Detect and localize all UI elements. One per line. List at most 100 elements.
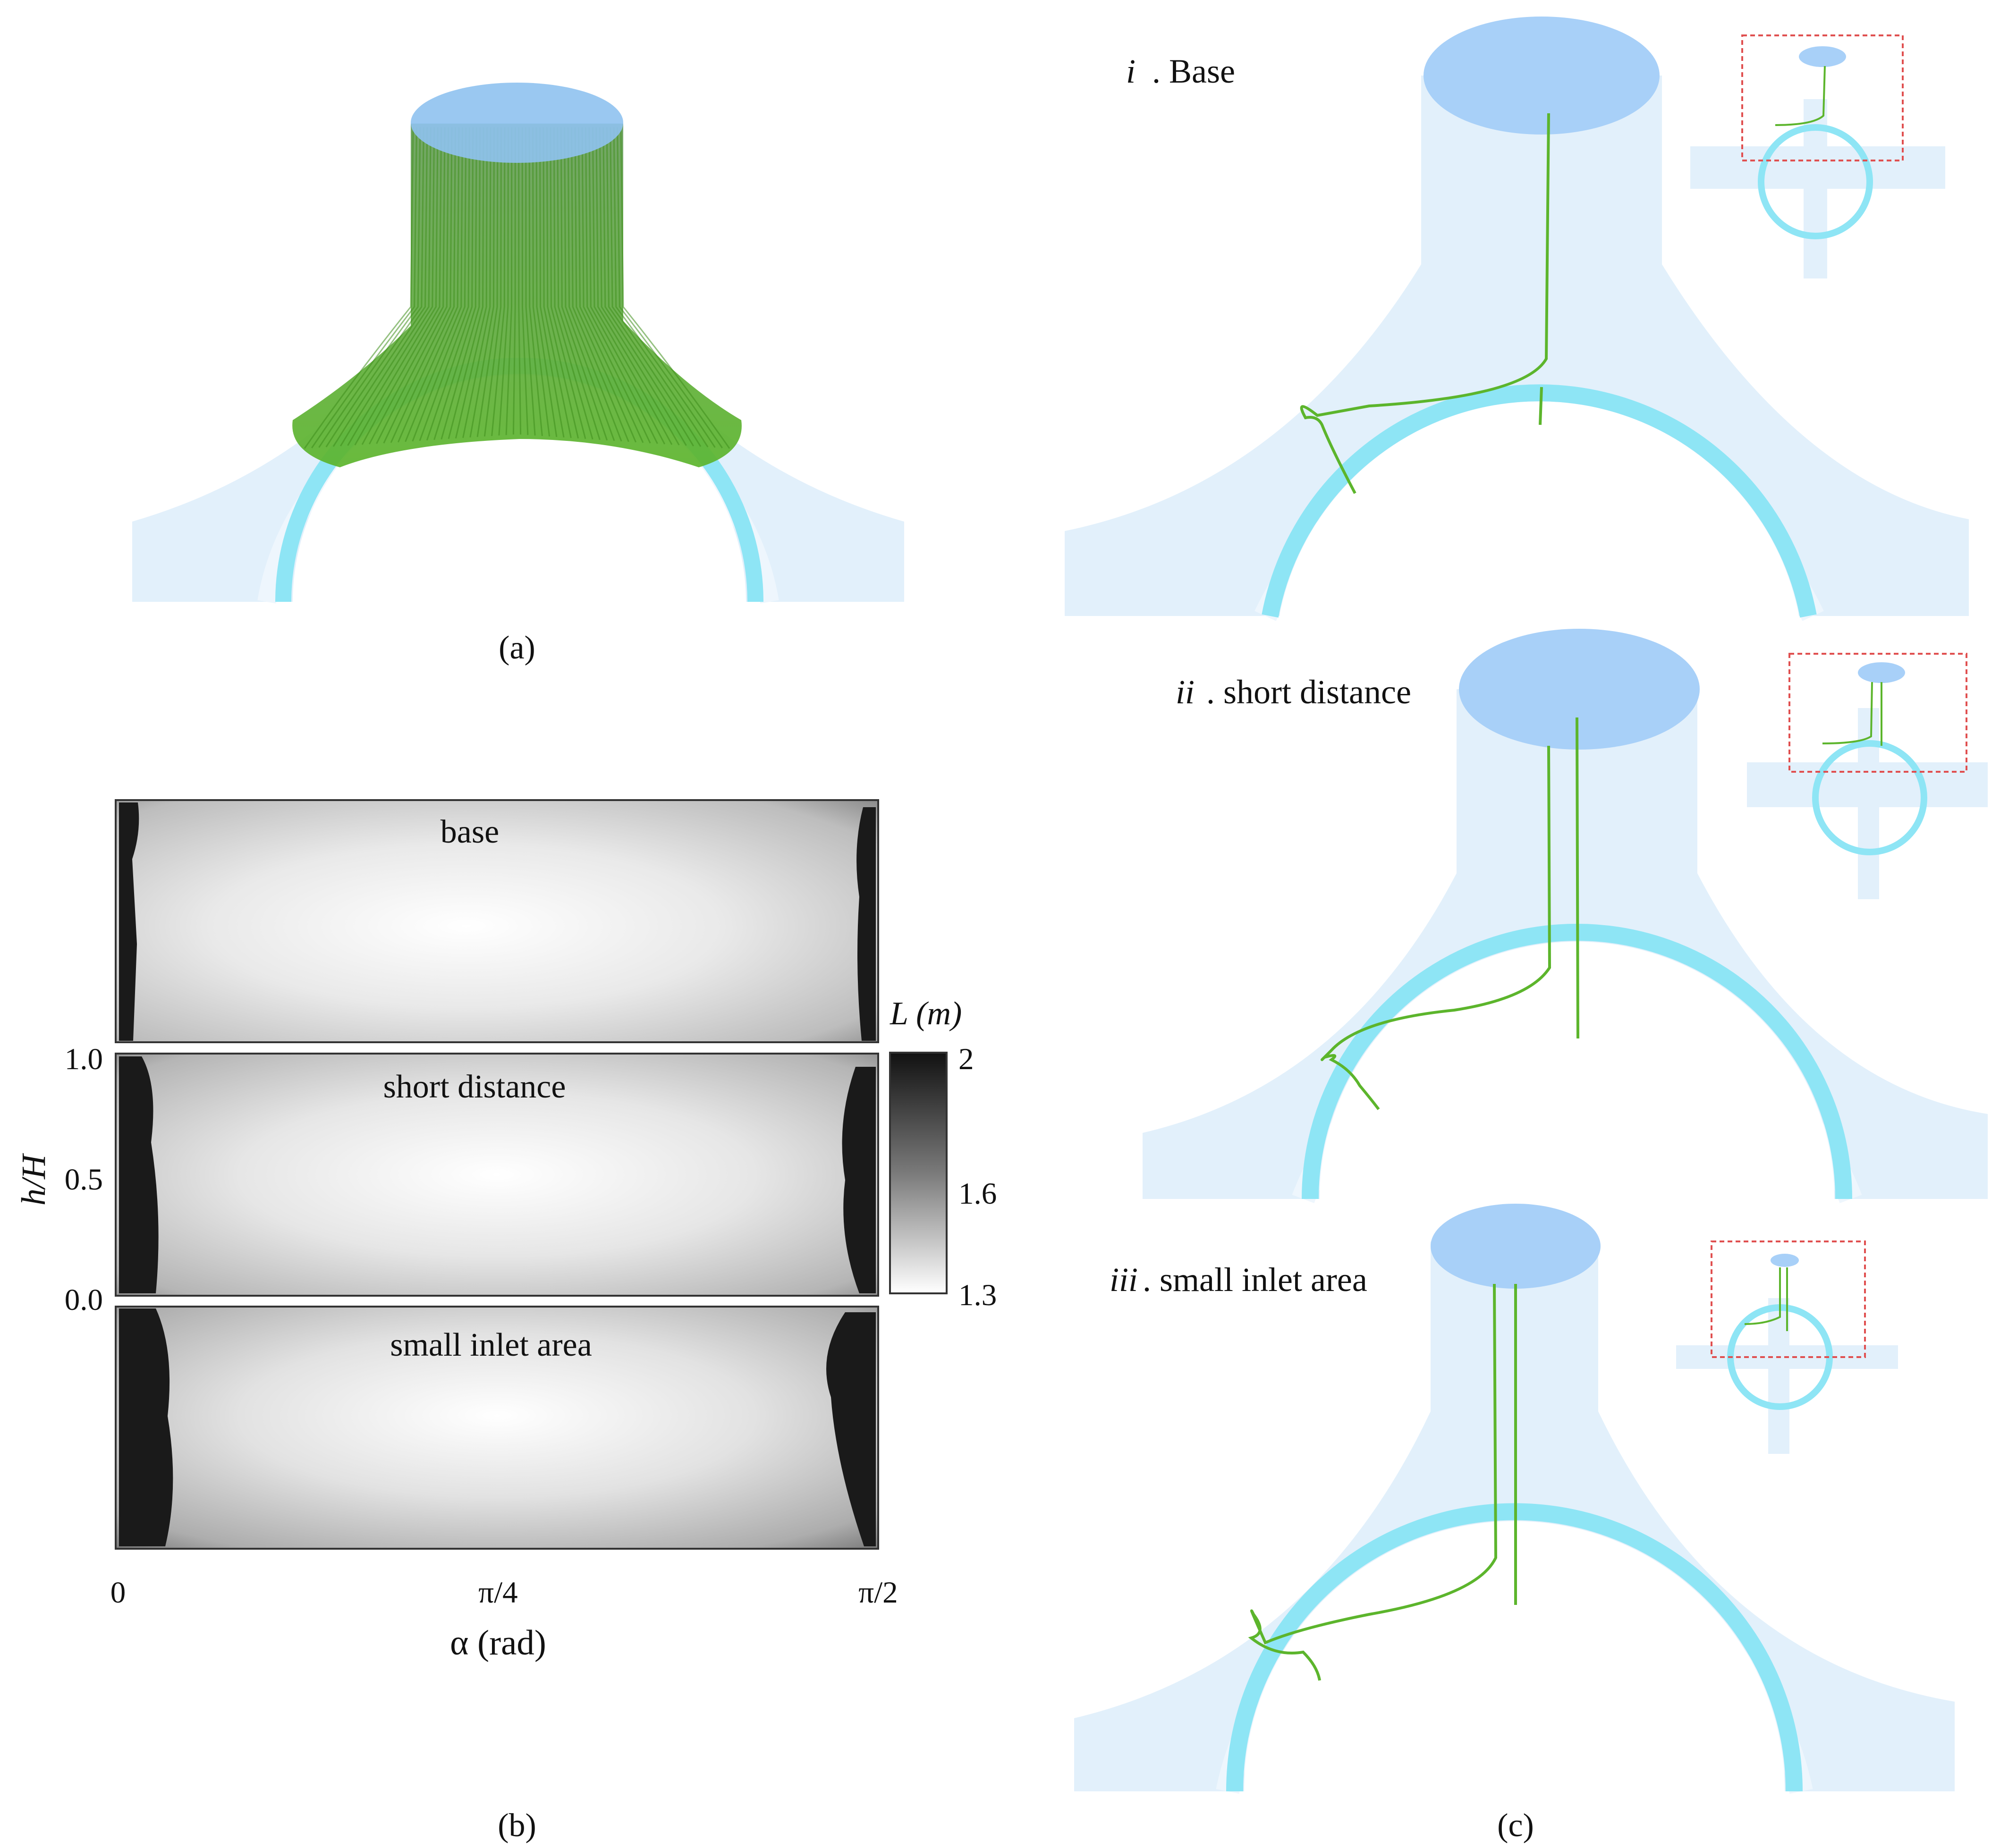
streamline (557, 127, 601, 440)
streamline (1321, 745, 1551, 1110)
heatmap-base: base (115, 799, 879, 1043)
streamline (441, 127, 481, 440)
streamline (525, 127, 536, 436)
hot-band-right (826, 1312, 876, 1546)
streamline (535, 127, 558, 437)
colorbar (889, 1052, 948, 1294)
streamline (361, 127, 442, 445)
inlet-disk (1424, 17, 1660, 135)
streamline (595, 127, 680, 446)
ytick-1-0: 1.0 (65, 1042, 103, 1076)
streamline (1576, 717, 1579, 1039)
streamline (532, 127, 551, 437)
streamline (498, 127, 509, 436)
streamline (617, 127, 723, 448)
streamline (620, 127, 730, 449)
inlet-disk (1459, 629, 1700, 750)
hot-band-left (119, 1308, 173, 1546)
streamline (505, 127, 513, 435)
hot-band-left (119, 802, 139, 1041)
colorbar-tick-1-6: 1.6 (958, 1177, 997, 1211)
case-i-title: . Base (1152, 52, 1235, 90)
ytick-0-5: 0.5 (65, 1163, 103, 1197)
streamline (542, 127, 572, 438)
streamline (546, 127, 579, 439)
case-ii-title-text: short distance (1223, 673, 1411, 711)
streamline (469, 127, 495, 438)
streamline (581, 127, 651, 444)
streamline (448, 127, 484, 439)
streamline (376, 127, 449, 444)
case-iii-title-text: small inlet area (1160, 1261, 1367, 1299)
xtick-pi-4: π/4 (478, 1576, 517, 1610)
streamline (606, 127, 702, 447)
inlet-disk (411, 83, 623, 163)
streamline (397, 127, 460, 443)
inlet-disk (1431, 1204, 1601, 1289)
streamline (325, 127, 424, 447)
hot-band-left (119, 1056, 159, 1293)
streamline (592, 127, 673, 445)
streamline (550, 127, 586, 439)
colorbar-tick-1-3: 1.3 (958, 1278, 997, 1312)
streamline (602, 127, 695, 447)
streamline-bundle (292, 124, 742, 467)
location-inset (1747, 653, 1988, 899)
panel-a-render (132, 83, 904, 604)
streamline (311, 127, 417, 448)
colorbar-tick-2: 2 (958, 1042, 974, 1076)
streamline (426, 127, 474, 441)
heatmap-short-distance: short distance (115, 1053, 879, 1297)
xtick-pi-2: π/2 (858, 1576, 898, 1610)
streamline (1248, 1283, 1498, 1681)
streamline (347, 127, 435, 446)
streamline (354, 127, 439, 446)
streamline (433, 127, 477, 440)
streamline (390, 127, 456, 443)
case-i-numeral: i (1126, 52, 1136, 90)
streamline (332, 127, 428, 447)
hot-band-right (856, 807, 876, 1041)
streamline (585, 127, 658, 444)
streamline (1300, 113, 1550, 494)
streamline (405, 127, 463, 442)
panel-a-label: (a) (499, 630, 535, 666)
hot-band-right (842, 1067, 876, 1293)
streamline (318, 127, 421, 448)
location-inset (1690, 34, 1945, 278)
streamline (567, 127, 622, 442)
streamline (560, 127, 608, 441)
location-inset (1676, 1240, 1898, 1454)
subplot-title-short-distance: short distance (383, 1069, 566, 1105)
panel-b-label: (b) (498, 1807, 536, 1844)
case-i-render (1065, 17, 1969, 621)
streamline (339, 127, 432, 447)
y-axis-label: h/H (15, 1153, 52, 1206)
streamline (539, 127, 565, 438)
zoom-box (1711, 1240, 1866, 1358)
streamline (521, 127, 529, 435)
streamline (419, 127, 470, 441)
streamline (571, 127, 629, 442)
heatmap-small-inlet-area: small inlet area (115, 1306, 879, 1550)
streamline (610, 127, 709, 447)
streamline (588, 127, 666, 445)
zoom-box (1788, 653, 1967, 773)
case-ii-title: . short distance (1206, 673, 1411, 711)
streamline (553, 127, 593, 440)
case-iii-render (1074, 1204, 1955, 1794)
case-ii-numeral: ii (1176, 673, 1195, 711)
colorbar-label: L (m) (890, 996, 962, 1032)
zoom-box (1741, 34, 1904, 161)
streamline (512, 127, 516, 435)
streamline (455, 127, 488, 439)
streamline (528, 127, 543, 436)
streamline (483, 127, 502, 437)
streamlines (304, 127, 730, 449)
streamline (1539, 387, 1543, 425)
streamline (578, 127, 644, 443)
subplot-title-small-inlet-area: small inlet area (390, 1327, 592, 1363)
streamline (564, 127, 615, 441)
streamline (491, 127, 506, 436)
